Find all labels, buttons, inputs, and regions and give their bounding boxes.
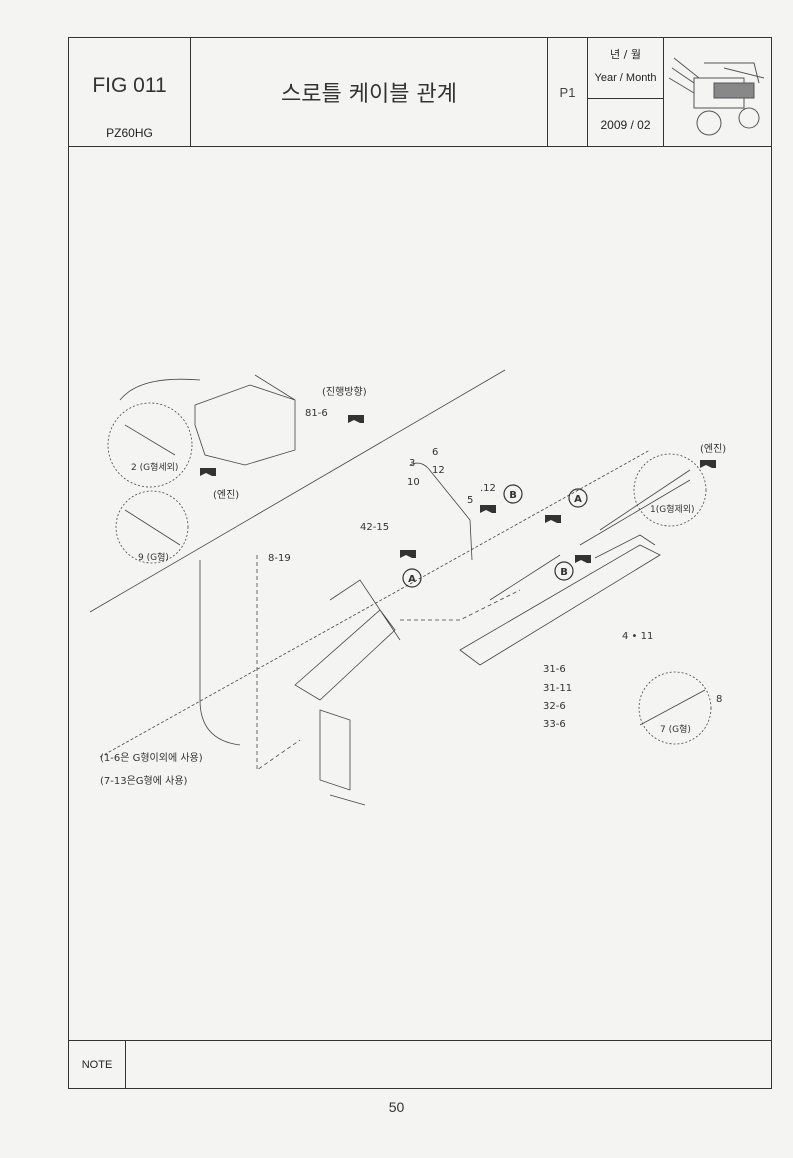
header: FIG 011 PZ60HG 스로틀 케이블 관계 P1 년 / 월 Year … bbox=[69, 38, 771, 147]
direction-label: (진행방향) bbox=[322, 386, 367, 398]
usage-note: (1-6은 G형이외에 사용) bbox=[100, 752, 203, 764]
model-name: PZ60HG bbox=[106, 126, 153, 140]
part-label: 10 bbox=[407, 477, 420, 488]
part-label: 8 bbox=[716, 694, 722, 705]
marker-a bbox=[568, 488, 588, 508]
part-label: 31-11 bbox=[543, 683, 572, 694]
arrow-icon bbox=[400, 550, 416, 558]
part-label: 12 bbox=[432, 465, 445, 476]
engine-label: (엔진) bbox=[700, 443, 726, 455]
page-frame: FIG 011 PZ60HG 스로틀 케이블 관계 P1 년 / 월 Year … bbox=[68, 37, 772, 1089]
frame-rail bbox=[459, 534, 661, 666]
part-label: 4 • 11 bbox=[622, 631, 653, 642]
fig-cell: FIG 011 PZ60HG bbox=[69, 38, 191, 146]
detail-circle bbox=[115, 490, 189, 564]
cable bbox=[199, 479, 691, 746]
machine-thumbnail bbox=[664, 38, 773, 146]
part-label: 6 bbox=[432, 447, 438, 458]
throttle-lever bbox=[409, 462, 473, 561]
date: 2009 / 02 bbox=[600, 118, 651, 132]
section-line bbox=[99, 449, 651, 758]
part-label: 2 (G형세외) bbox=[131, 461, 178, 473]
part-label: 1(G형제외) bbox=[650, 503, 695, 515]
detail-circle bbox=[638, 671, 712, 745]
marker-a bbox=[402, 568, 422, 588]
arrow-icon bbox=[480, 505, 496, 513]
cable bbox=[124, 424, 706, 726]
usage-note: (7-13은G형에 사용) bbox=[100, 775, 188, 787]
part-label: 31-6 bbox=[543, 664, 566, 675]
part-label: 5 bbox=[467, 495, 473, 506]
fig-number: FIG 011 bbox=[92, 74, 167, 97]
divider bbox=[588, 98, 663, 99]
marker-b-label: B bbox=[509, 490, 517, 501]
rice-transplanter-icon bbox=[668, 57, 765, 136]
part-label: .12 bbox=[480, 483, 496, 494]
part-label: 9 (G형) bbox=[138, 552, 169, 563]
arrow-icon bbox=[348, 415, 364, 423]
part-label: 3 bbox=[409, 458, 415, 469]
arrow-icon bbox=[700, 460, 716, 468]
arrow-icon bbox=[200, 468, 216, 476]
year-month-cell: 년 / 월 Year / Month 2009 / 02 bbox=[588, 38, 664, 146]
part-label: 42-15 bbox=[360, 522, 389, 533]
engine-label: (엔진) bbox=[213, 489, 239, 501]
year-month-ko: 년 / 월 bbox=[610, 48, 641, 61]
part-label: 32-6 bbox=[543, 701, 566, 712]
part-label: 8-19 bbox=[268, 553, 291, 564]
note-label: NOTE bbox=[69, 1041, 126, 1089]
page-code: P1 bbox=[548, 38, 588, 146]
marker-b bbox=[503, 484, 523, 504]
page-number: 50 bbox=[388, 1099, 405, 1115]
part-label: 7 (G형) bbox=[660, 724, 691, 735]
detail-circle bbox=[107, 402, 193, 488]
marker-a-label: A bbox=[408, 574, 416, 585]
section-line bbox=[89, 369, 506, 613]
page-title: 스로틀 케이블 관계 bbox=[191, 38, 548, 146]
direction-arrows bbox=[200, 415, 716, 563]
bracket bbox=[294, 579, 401, 701]
marker-b-label: B bbox=[560, 567, 568, 578]
arrow-icon bbox=[545, 515, 561, 523]
part-label: 33-6 bbox=[543, 719, 566, 730]
note-row: NOTE bbox=[69, 1040, 771, 1091]
marker-a-label: A bbox=[574, 494, 582, 505]
year-month-en: Year / Month bbox=[594, 72, 657, 84]
part-label: 81-6 bbox=[305, 408, 328, 419]
marker-b bbox=[554, 561, 574, 581]
detail-circle bbox=[633, 453, 707, 527]
arrow-icon bbox=[575, 555, 591, 563]
engine-cover bbox=[194, 384, 296, 466]
